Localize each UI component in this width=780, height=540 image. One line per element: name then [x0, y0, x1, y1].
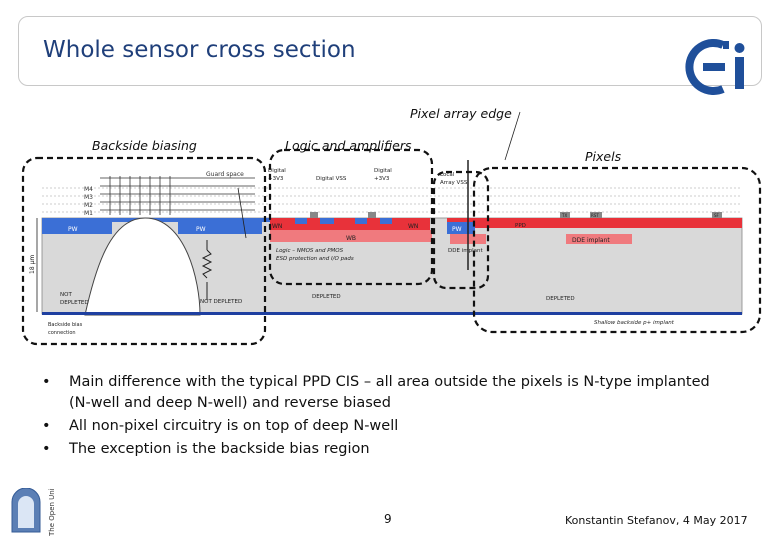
pixels-label: Pixels	[585, 149, 622, 164]
m2-label: M2	[84, 202, 93, 209]
pixels-box	[472, 166, 762, 334]
backside-bias-conn-2: connection	[48, 330, 76, 336]
backside-bias-hill	[84, 217, 201, 316]
bullet-item: • The exception is the backside bias reg…	[38, 439, 758, 460]
m1-label: M1	[84, 210, 93, 217]
bullet-text-2: All non-pixel circuitry is on top of dee…	[69, 418, 399, 434]
depleted-mid: DEPLETED	[312, 294, 341, 300]
pixel-array-edge-label: Pixel array edge	[410, 106, 512, 121]
not-depleted-mid: NOT DEPLETED	[200, 299, 242, 305]
bullet-text-1a: Main difference with the typical PPD CIS…	[69, 374, 710, 390]
shallow-implant-label: Shallow backside p+ implant	[594, 320, 675, 326]
array-edge-box	[432, 170, 490, 290]
backside-bias-conn: Backside bias	[48, 322, 83, 328]
pw-left-region	[42, 222, 112, 234]
pw-mid-region	[178, 222, 262, 234]
logic-desc-2: ESD protection and I/O pads	[276, 256, 354, 262]
m3-label: M3	[84, 194, 93, 201]
digital-vss: Digital VSS	[316, 176, 347, 182]
wn-left-label: WN	[272, 223, 282, 230]
page-number: 9	[384, 512, 392, 526]
dde-implant-label-2: DDE implant	[572, 237, 610, 244]
backside-implant-line	[42, 312, 742, 315]
guard-space-label: Guard space	[206, 171, 244, 178]
digital-3v3-b2: +3V3	[374, 176, 390, 182]
depleted-right: DEPLETED	[546, 296, 575, 302]
backside-biasing-label: Backside biasing	[92, 138, 197, 153]
dde-implant-label: DDE implant	[448, 248, 483, 254]
logic-desc-1: Logic – NMOS and PMOS	[276, 248, 344, 254]
guard-metal-grid	[100, 176, 255, 215]
slide-title: Whole sensor cross section	[43, 37, 356, 63]
dnw-label: WB	[346, 235, 356, 242]
not-depleted-left: NOT	[60, 292, 72, 298]
bullet-text-3: The exception is the backside bias regio…	[69, 441, 370, 457]
bullet-text-1b: (N-well and deep N-well) and reverse bia…	[69, 395, 391, 411]
m4-label: M4	[84, 186, 93, 193]
pw-pixel-label: PW	[452, 226, 462, 233]
backside-biasing-box	[21, 156, 267, 346]
thickness-label: 18 µm	[29, 255, 36, 274]
not-depleted-left-2: DEPLETED	[60, 300, 89, 306]
bullet-dot: •	[42, 374, 51, 390]
bullet-item: • Main difference with the typical PPD C…	[38, 372, 758, 414]
title-box: Whole sensor cross section	[18, 16, 762, 95]
sf-label: SF	[714, 213, 720, 218]
tx-label: TX	[561, 213, 567, 218]
edge-leader-line	[504, 111, 521, 161]
resistor-symbol	[201, 249, 213, 279]
digital-3v3-b: Digital	[374, 168, 392, 174]
ppd-label: PPD	[515, 223, 526, 229]
ou-text: The Open University	[48, 488, 56, 537]
cross-section-diagram: M4 M3 M2 M1 Guard space PW PW WN WN WB L…	[21, 111, 762, 346]
bullet-list: • Main difference with the typical PPD C…	[38, 372, 758, 460]
pw-mid-label: PW	[196, 226, 206, 233]
deep-nwell-region	[270, 230, 432, 242]
bullet-dot: •	[42, 418, 51, 434]
pixel-n-region	[447, 218, 742, 228]
rst-label: RST	[591, 213, 599, 218]
author-date: Konstantin Stefanov, 4 May 2017	[565, 514, 748, 527]
local-array-vss: Local	[440, 172, 455, 178]
digital-3v3-a2: +3V3	[268, 176, 284, 182]
ei-logo	[685, 39, 745, 95]
pw-left-label: PW	[68, 226, 78, 233]
bullet-item: • All non-pixel circuitry is on top of d…	[38, 416, 758, 437]
wn-right-label: WN	[408, 223, 418, 230]
metal-stack	[42, 187, 742, 213]
local-array-vss2: Array VSS	[440, 180, 468, 186]
open-university-logo: The Open University	[11, 488, 56, 537]
wn-region	[270, 218, 430, 230]
dde-implant-right	[566, 234, 632, 244]
digital-3v3-a: Digital	[268, 168, 286, 174]
bullet-dot: •	[42, 441, 51, 457]
logic-amplifiers-box	[268, 148, 434, 286]
